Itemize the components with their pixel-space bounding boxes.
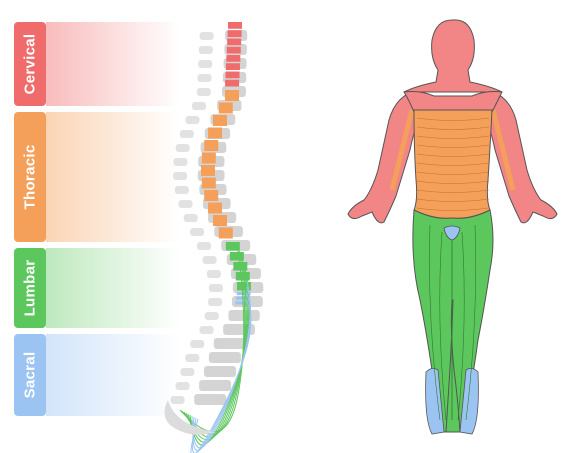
vertebra-process	[190, 228, 205, 236]
vertebra-process	[202, 256, 217, 264]
thoracic-tab[interactable]: Thoracic	[14, 112, 46, 242]
thoracic-line	[416, 144, 490, 148]
vertebra-process	[199, 326, 214, 334]
thoracic-line	[416, 171, 490, 175]
vertebra	[204, 366, 236, 377]
spinal-segment	[225, 63, 240, 70]
spinal-segment	[225, 79, 240, 87]
spinal-segment	[201, 152, 216, 164]
spinal-segment	[204, 140, 219, 151]
thoracic-line	[416, 135, 490, 139]
lumbar-line	[429, 224, 441, 421]
thoracic-line	[416, 126, 490, 130]
spinal-segment	[235, 301, 250, 305]
nerve-root	[183, 256, 247, 438]
vertebra-process	[198, 46, 213, 54]
spinal-segment	[208, 127, 223, 139]
lumbar-band: Lumbar	[14, 248, 180, 328]
thoracic-line	[416, 180, 490, 184]
vertebra-process	[197, 74, 212, 82]
nerve-roots	[179, 244, 252, 453]
thoracic-fade	[46, 112, 180, 242]
thoracic-line	[416, 198, 490, 202]
lumbar-fade	[46, 248, 180, 328]
right-arm	[484, 89, 558, 224]
vertebra-process	[185, 116, 200, 124]
spinal-segment	[226, 46, 241, 54]
lumbar-line	[465, 224, 477, 421]
spinal-segment	[218, 102, 233, 114]
shoulders	[403, 91, 503, 113]
cervical-tab[interactable]: Cervical	[14, 22, 46, 106]
spinal-segment	[227, 38, 242, 46]
thoracic-band: Thoracic	[14, 112, 180, 242]
vertebra	[199, 380, 232, 391]
spinal-segment	[204, 190, 219, 201]
right-foot-sacral	[459, 368, 479, 435]
vertebra-process	[175, 382, 190, 390]
vertebra	[213, 338, 246, 349]
thoracic-line	[416, 207, 490, 211]
head	[403, 19, 503, 93]
vertebra-process	[183, 214, 198, 222]
vertebra-process	[173, 172, 188, 180]
vertebra-process	[173, 158, 188, 166]
thoracic-line	[416, 153, 490, 157]
spinal-segment	[201, 165, 215, 176]
vertebra-process	[206, 270, 221, 278]
lumbar-dermatome-lines	[429, 224, 477, 421]
sacral-tab[interactable]: Sacral	[14, 334, 46, 416]
cervical-band: Cervical	[14, 22, 180, 106]
left-arm	[347, 89, 421, 224]
vertebra-process	[198, 60, 213, 68]
groin-sacral	[443, 225, 461, 241]
spinal-segment	[227, 30, 242, 37]
thoracic-line	[416, 162, 490, 166]
spinal-segment	[225, 90, 239, 101]
vertebra-process	[175, 144, 190, 152]
spinal-segment	[226, 55, 241, 62]
lumbar-tab[interactable]: Lumbar	[14, 248, 46, 328]
vertebra-process	[197, 242, 211, 250]
lumbar-line	[457, 231, 465, 421]
vertebra	[208, 352, 241, 363]
vertebra-process	[170, 396, 185, 404]
spinal-segment	[228, 22, 242, 29]
sacrum-tail	[164, 400, 215, 435]
vertebra-process	[178, 200, 193, 208]
arm-thoracic-strip	[389, 109, 415, 191]
sacral-fade	[46, 334, 180, 416]
spinal-segment	[229, 252, 244, 261]
nerve-root	[190, 298, 252, 453]
spinal-segment	[218, 227, 233, 239]
thoracic-line	[416, 189, 490, 193]
vertebra-process	[190, 340, 205, 348]
vertebra-process	[199, 32, 214, 40]
spinal-segment	[208, 202, 223, 214]
vertebra-process	[185, 354, 200, 362]
lumbar-line	[439, 231, 447, 421]
vertebra-process	[192, 102, 207, 110]
sacral-band: Sacral	[14, 334, 180, 416]
legs-lumbar	[412, 209, 494, 433]
vertebra-process	[179, 130, 194, 138]
spinal-segment	[201, 177, 216, 189]
vertebra-process	[174, 186, 189, 194]
thoracic-dermatome-lines	[416, 117, 490, 211]
arm-thoracic-strip-right	[490, 109, 516, 191]
vertebra-process	[196, 88, 211, 96]
thoracic-line	[416, 117, 490, 121]
spinal-segment	[225, 71, 240, 79]
vertebra-process	[208, 284, 223, 292]
spinal-segment	[225, 242, 240, 251]
vertebra-process	[204, 312, 219, 320]
cervical-fade	[46, 22, 180, 106]
vertebra	[194, 394, 227, 405]
spinal-segment	[213, 115, 227, 126]
spinal-segment	[213, 215, 227, 226]
vertebra-process	[208, 298, 223, 306]
vertebra-process	[180, 368, 195, 376]
